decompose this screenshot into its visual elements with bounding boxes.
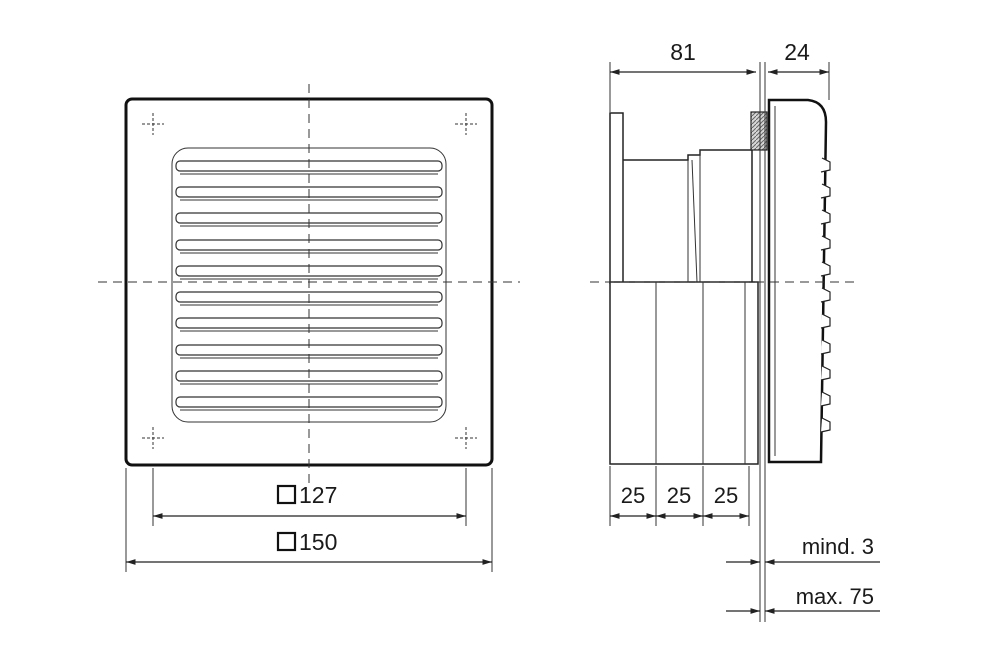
vent-tooth bbox=[820, 365, 831, 381]
screw-mark-top-left bbox=[142, 113, 164, 135]
dim-label-81: 81 bbox=[670, 39, 696, 65]
vent-tooth bbox=[820, 261, 831, 277]
square-symbol-icon bbox=[276, 531, 297, 552]
vent-tooth bbox=[820, 157, 831, 173]
vent-tooth bbox=[820, 417, 831, 433]
dim-label-segment-3: 25 bbox=[714, 483, 738, 508]
vent-tooth bbox=[820, 339, 831, 355]
dim-label-24: 24 bbox=[784, 39, 810, 65]
back-flange bbox=[609, 112, 624, 284]
grille-vent-teeth bbox=[820, 157, 831, 433]
screw-mark-bottom-right bbox=[455, 427, 477, 449]
vent-tooth bbox=[820, 391, 831, 407]
dim-label-127: 127 bbox=[299, 482, 337, 508]
vent-tooth bbox=[820, 209, 831, 225]
wall-seal-hatched bbox=[750, 111, 768, 151]
vent-tooth bbox=[820, 287, 831, 303]
grille-cover bbox=[767, 98, 828, 464]
tube-lower bbox=[609, 281, 759, 465]
side-view: 81 24 25 25 25 mind. 3 max. 75 bbox=[590, 39, 880, 622]
dim-label-min-wall: mind. 3 bbox=[802, 534, 874, 559]
vent-tooth bbox=[820, 235, 831, 251]
front-view: 127 150 bbox=[98, 84, 520, 572]
dim-label-150: 150 bbox=[299, 529, 337, 555]
square-symbol-icon bbox=[276, 484, 297, 505]
vent-tooth bbox=[820, 183, 831, 199]
vent-tooth bbox=[820, 313, 831, 329]
dim-label-max-wall: max. 75 bbox=[796, 584, 874, 609]
screw-mark-top-right bbox=[455, 113, 477, 135]
dim-label-segment-2: 25 bbox=[667, 483, 691, 508]
screw-mark-bottom-left bbox=[142, 427, 164, 449]
dim-label-segment-1: 25 bbox=[621, 483, 645, 508]
